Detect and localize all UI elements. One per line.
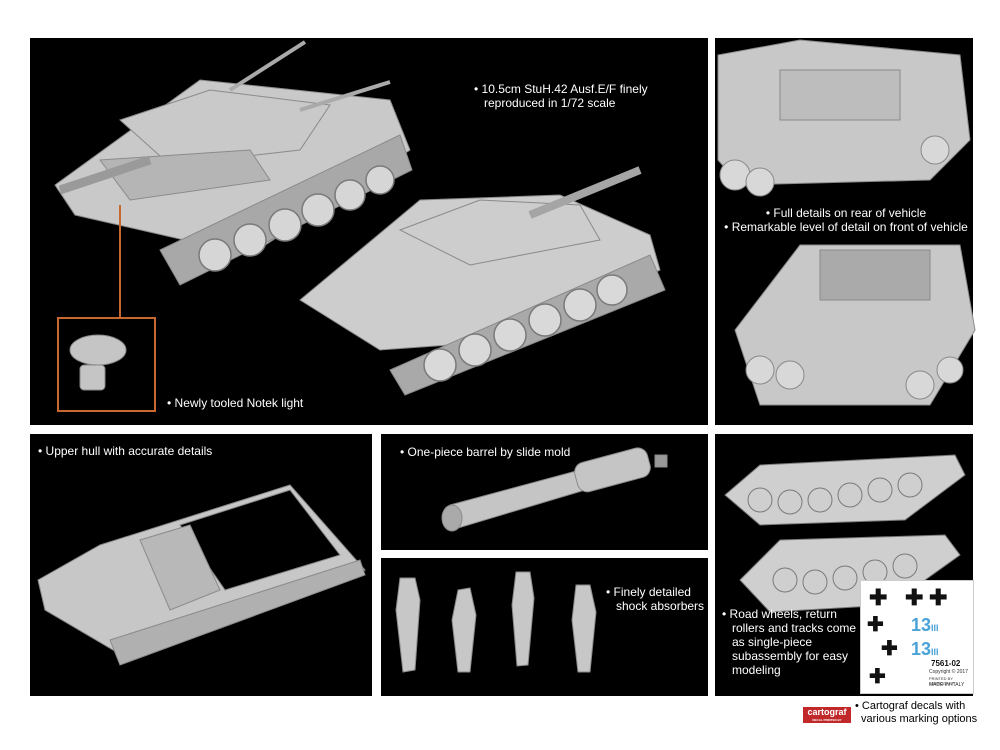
hull-caption: • Upper hull with accurate details xyxy=(38,444,213,458)
tank-model-left xyxy=(54,40,413,286)
shock-panel xyxy=(381,558,708,696)
decal-made: MADE IN ITALY xyxy=(929,682,965,688)
barrel-caption: • One-piece barrel by slide mold xyxy=(400,445,571,459)
rear-caption: • Full details on rear of vehicle • Rema… xyxy=(724,206,968,234)
main-caption: • 10.5cm StuH.42 Ausf.E/F finely reprodu… xyxy=(474,82,648,110)
barrel-part xyxy=(441,447,668,532)
decal-sheet: ✚ ✚ ✚ ✚ 13III ✚ 13III 7561-02 ✚ Copyrigh… xyxy=(860,580,974,694)
cartograf-logo: cartograf DECAL PRINTED BY CARTOGRAF xyxy=(803,707,851,726)
tank-front-view xyxy=(734,244,976,406)
notek-caption: • Newly tooled Notek light xyxy=(167,396,304,410)
unit-number: 13III xyxy=(911,615,939,635)
shock-caption: • Finely detailed shock absorbers xyxy=(606,585,705,613)
upper-hull-part xyxy=(37,484,366,666)
unit-number: 13III xyxy=(911,639,939,659)
cross-marking: ✚ xyxy=(929,585,948,610)
track-assembly-top xyxy=(724,454,966,526)
shock-absorber-parts xyxy=(395,571,597,673)
tank-right-road-wheels xyxy=(423,274,628,382)
cross-marking: ✚ xyxy=(905,585,924,610)
cross-marking: ✚ xyxy=(869,666,886,688)
decal-code: 7561-02 xyxy=(931,659,961,668)
decals-caption: • Cartograf decals with various marking … xyxy=(855,700,978,725)
notek-light-part xyxy=(69,334,127,391)
tank-rear-view xyxy=(717,39,971,197)
cross-marking: ✚ xyxy=(867,614,884,636)
cross-marking: ✚ xyxy=(869,585,888,610)
decal-printer: PRINTED BY CARTOGRAF xyxy=(929,676,954,686)
decal-copyright: Copyright © 2017 xyxy=(929,669,968,675)
cross-marking: ✚ xyxy=(881,638,898,660)
tank-left-road-wheels xyxy=(198,165,395,272)
wheels-caption: • Road wheels, return rollers and tracks… xyxy=(722,607,857,677)
